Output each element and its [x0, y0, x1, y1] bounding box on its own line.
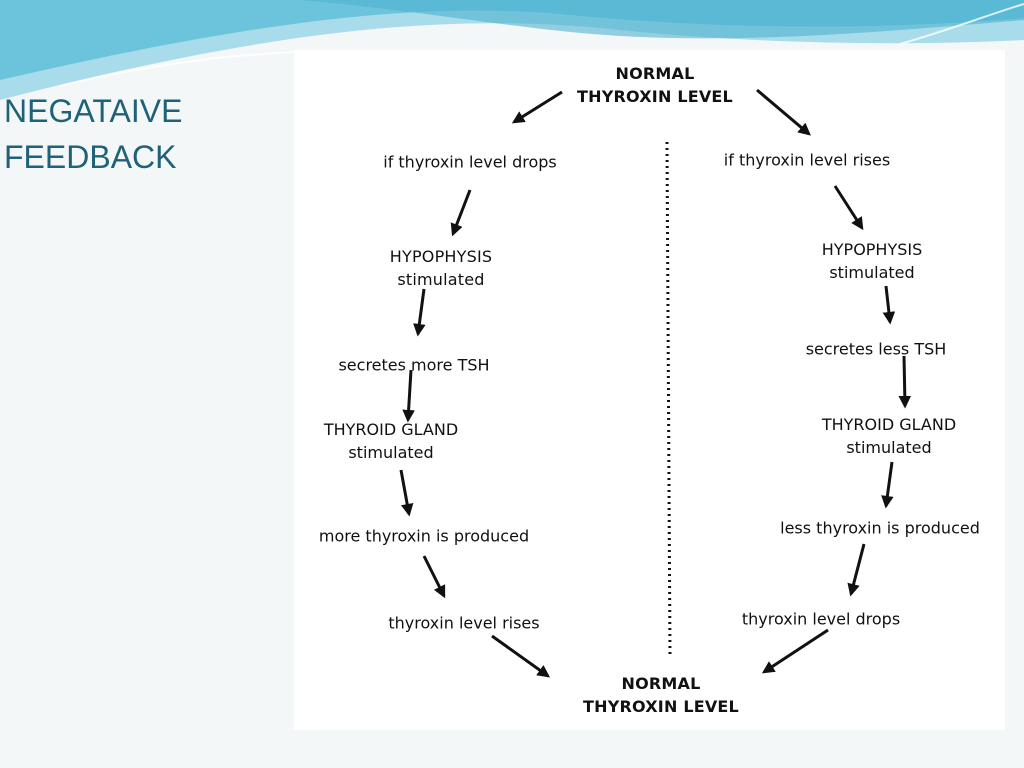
- arrow-top-to-left: [511, 90, 563, 124]
- arrow-right-3: [898, 355, 912, 409]
- slide-title-line-2: FEEDBACK: [4, 139, 177, 175]
- arrow-left-1: [450, 189, 472, 237]
- negative-feedback-diagram: NORMAL THYROXIN LEVEL if thyroxin level …: [294, 50, 1005, 730]
- top-node-normal-level: NORMAL THYROXIN LEVEL: [577, 64, 733, 106]
- left-production-text: more thyroxin is produced: [318, 526, 530, 546]
- right-hypophysis-node: HYPOPHYSIS stimulated: [821, 240, 923, 282]
- divider-dotted-line: [665, 141, 672, 659]
- right-thyroid-node: THYROID GLAND stimulated: [821, 415, 957, 457]
- arrow-right-1: [833, 185, 864, 231]
- arrow-left-3: [402, 369, 415, 423]
- bottom-node-normal-level: NORMAL THYROXIN LEVEL: [583, 674, 739, 716]
- left-thyroid-node: THYROID GLAND stimulated: [323, 420, 459, 462]
- left-secretion-text: secretes more TSH: [338, 355, 490, 375]
- left-result-text: thyroxin level rises: [388, 613, 540, 633]
- arrow-right-5: [847, 543, 866, 597]
- arrow-left-5: [422, 555, 446, 599]
- slide-title: NEGATAIVE FEEDBACK: [4, 88, 284, 180]
- arrow-left-2: [413, 288, 426, 337]
- slide-title-line-1: NEGATAIVE: [4, 93, 183, 129]
- arrow-right-4: [881, 461, 894, 509]
- arrow-top-to-right: [756, 88, 811, 136]
- arrow-right-2: [882, 285, 896, 325]
- left-hypophysis-node: HYPOPHYSIS stimulated: [389, 247, 493, 289]
- right-trigger-text: if thyroxin level rises: [723, 150, 891, 170]
- right-production-text: less thyroxin is produced: [780, 518, 980, 538]
- right-secretion-text: secretes less TSH: [805, 339, 947, 359]
- arrow-left-6: [491, 634, 551, 678]
- arrow-right-6: [761, 628, 829, 674]
- diagram-arrows: [399, 88, 912, 678]
- arrow-left-4: [399, 469, 414, 517]
- left-trigger-text: if thyroxin level drops: [383, 152, 557, 172]
- right-result-text: thyroxin level drops: [741, 609, 901, 629]
